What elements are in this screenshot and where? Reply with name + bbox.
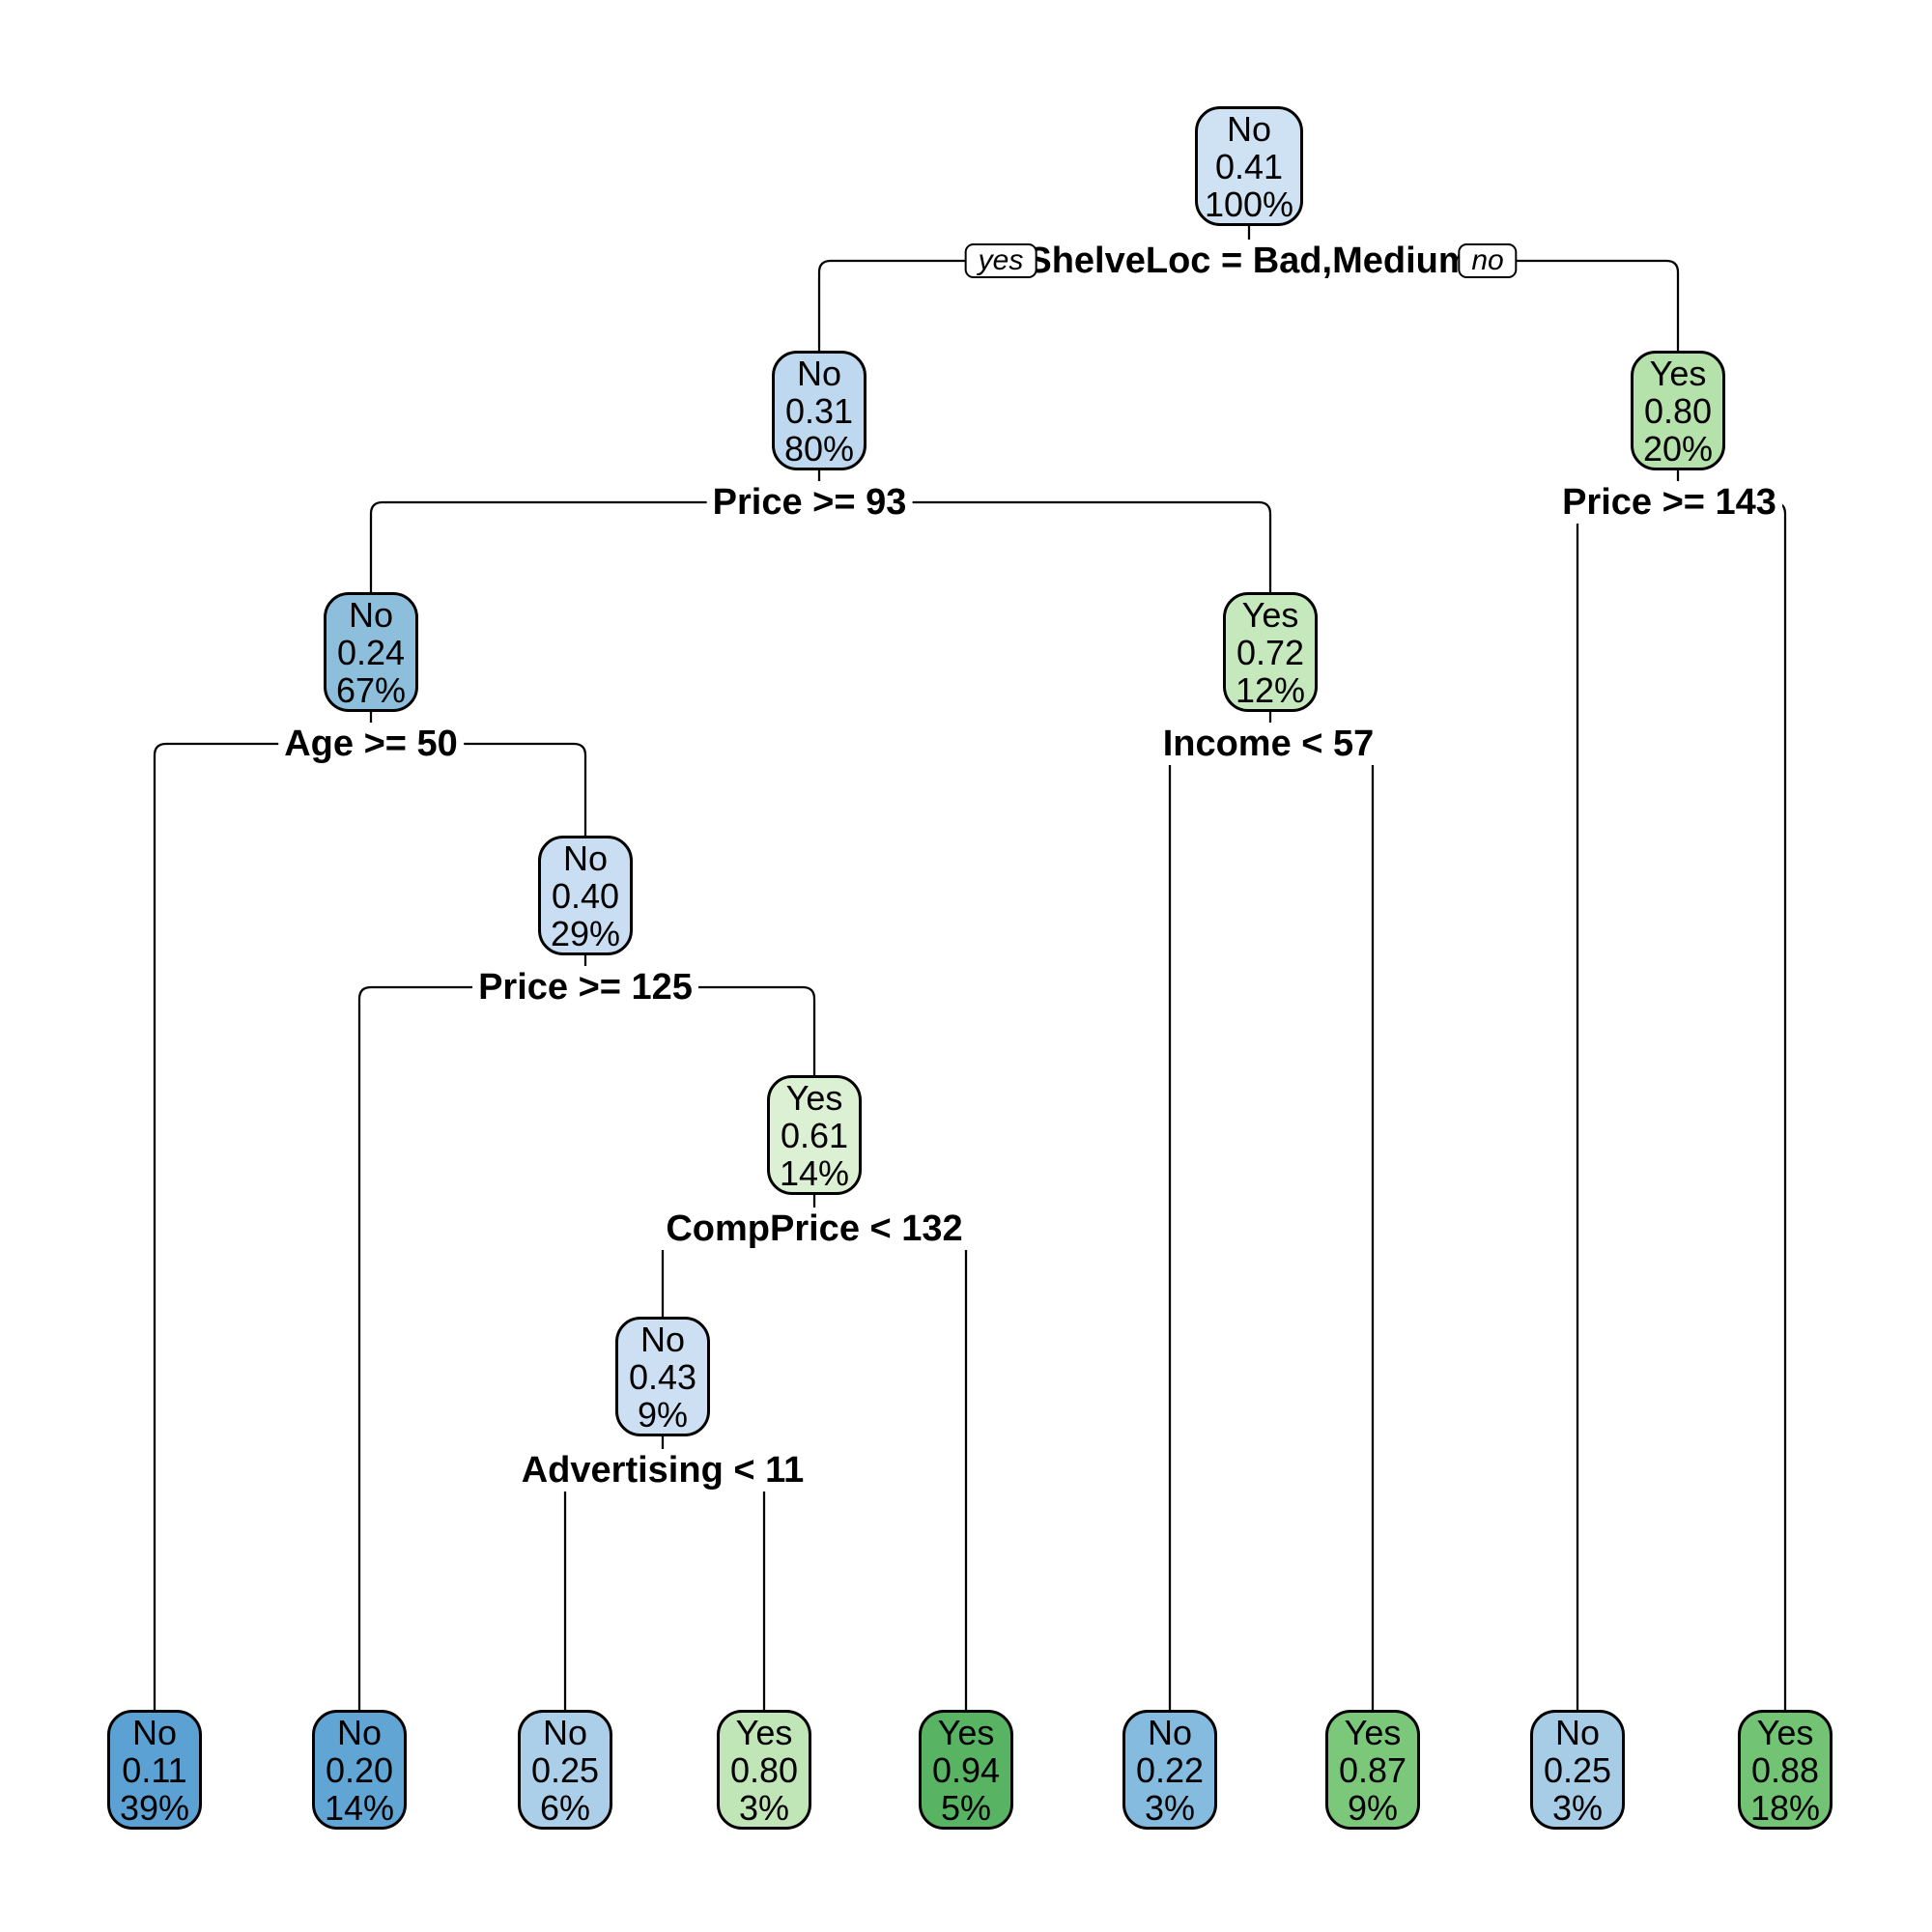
node-class-label: No (348, 594, 394, 635)
node-probability: 0.80 (1643, 390, 1713, 431)
node-class-label: No (542, 1712, 588, 1752)
tree-leaf: Yes 0.88 18% (1738, 1710, 1833, 1830)
node-percentage: 9% (637, 1394, 689, 1435)
node-probability: 0.22 (1135, 1749, 1205, 1790)
node-class-label: Yes (735, 1712, 793, 1752)
tree-leaf: No 0.20 14% (312, 1710, 407, 1830)
split-condition-label: CompPrice < 132 (660, 1208, 969, 1250)
node-probability: 0.61 (780, 1115, 849, 1155)
node-class-label: No (796, 353, 842, 393)
tree-node: Yes 0.61 14% (767, 1075, 862, 1195)
node-percentage: 18% (1749, 1787, 1821, 1828)
tree-node: No 0.24 67% (324, 592, 418, 712)
node-percentage: 6% (539, 1787, 591, 1828)
node-probability: 0.25 (1543, 1749, 1612, 1790)
node-probability: 0.11 (122, 1749, 187, 1790)
node-percentage: 3% (738, 1787, 790, 1828)
node-class-label: No (1226, 108, 1272, 149)
split-condition-label: Price >= 143 (1556, 481, 1782, 524)
node-class-label: No (562, 838, 609, 878)
tree-node: No 0.43 9% (615, 1317, 710, 1436)
tree-leaf: No 0.11 39% (107, 1710, 202, 1830)
node-percentage: 29% (550, 913, 621, 953)
tree-node-root: No 0.41 100% (1195, 106, 1303, 226)
node-probability: 0.40 (551, 875, 620, 916)
node-probability: 0.80 (729, 1749, 799, 1790)
node-probability: 0.25 (530, 1749, 600, 1790)
node-percentage: 100% (1204, 184, 1294, 224)
no-badge: no (1458, 243, 1518, 278)
node-percentage: 3% (1551, 1787, 1604, 1828)
split-condition-label: Price >= 125 (472, 966, 698, 1009)
tree-leaf: Yes 0.80 3% (717, 1710, 811, 1830)
node-class-label: Yes (937, 1712, 995, 1752)
node-probability: 0.88 (1750, 1749, 1820, 1790)
node-class-label: No (131, 1712, 178, 1752)
node-probability: 0.20 (325, 1749, 394, 1790)
node-percentage: 67% (335, 669, 407, 710)
node-percentage: 20% (1642, 428, 1714, 469)
node-probability: 0.43 (628, 1356, 697, 1397)
tree-leaf: No 0.22 3% (1122, 1710, 1217, 1830)
node-class-label: No (1554, 1712, 1601, 1752)
node-percentage: 14% (779, 1152, 850, 1193)
node-percentage: 39% (119, 1787, 190, 1828)
tree-node: No 0.31 80% (772, 351, 867, 470)
node-percentage: 3% (1144, 1787, 1196, 1828)
node-class-label: Yes (1241, 594, 1299, 635)
tree-node: Yes 0.72 12% (1223, 592, 1318, 712)
node-class-label: No (639, 1319, 686, 1359)
split-condition-label: Age >= 50 (278, 723, 464, 765)
tree-node: No 0.40 29% (538, 836, 633, 955)
node-percentage: 80% (783, 428, 855, 469)
tree-leaf: Yes 0.87 9% (1325, 1710, 1420, 1830)
tree-node: Yes 0.80 20% (1631, 351, 1725, 470)
node-percentage: 9% (1347, 1787, 1399, 1828)
yes-badge: yes (964, 243, 1037, 278)
node-percentage: 14% (324, 1787, 395, 1828)
node-class-label: Yes (1756, 1712, 1814, 1752)
node-percentage: 12% (1235, 669, 1306, 710)
split-condition-label: Advertising < 11 (515, 1449, 810, 1492)
node-probability: 0.24 (336, 632, 406, 672)
node-probability: 0.31 (784, 390, 854, 431)
node-class-label: Yes (1344, 1712, 1402, 1752)
node-class-label: Yes (785, 1077, 843, 1118)
tree-leaf: No 0.25 6% (518, 1710, 612, 1830)
tree-leaf: No 0.25 3% (1530, 1710, 1625, 1830)
node-probability: 0.87 (1338, 1749, 1407, 1790)
node-probability: 0.41 (1214, 146, 1284, 186)
node-class-label: Yes (1649, 353, 1707, 393)
node-class-label: No (336, 1712, 383, 1752)
node-probability: 0.94 (931, 1749, 1001, 1790)
split-condition-label: ShelveLoc = Bad,Medium (1021, 240, 1477, 282)
tree-leaf: Yes 0.94 5% (919, 1710, 1013, 1830)
split-condition-label: Price >= 93 (706, 481, 913, 524)
node-percentage: 5% (940, 1787, 992, 1828)
node-class-label: No (1147, 1712, 1193, 1752)
split-condition-label: Income < 57 (1156, 723, 1380, 765)
node-probability: 0.72 (1236, 632, 1305, 672)
